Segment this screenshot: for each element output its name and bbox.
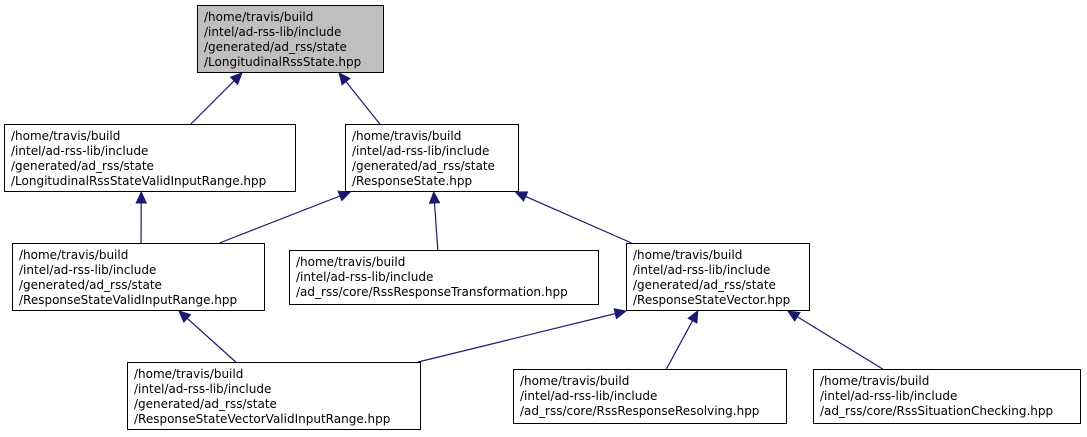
edge-n6-to-n3	[186, 317, 237, 363]
node-line: /LongitudinalRssStateValidInputRange.hpp	[11, 174, 267, 188]
node-line: /generated/ad_rss/state	[134, 397, 277, 411]
node-line: /intel/ad-rss-lib/include	[204, 25, 342, 39]
node-line: /LongitudinalRssState.hpp	[204, 55, 362, 69]
node-line: /home/travis/build	[204, 10, 314, 24]
node-line: /generated/ad_rss/state	[633, 278, 776, 292]
edge-n4-to-n2	[433, 202, 439, 251]
node-response-state-valid-input-range[interactable]: /home/travis/build /intel/ad-rss-lib/inc…	[12, 243, 265, 311]
node-line: /ResponseStateVectorValidInputRange.hpp	[134, 412, 391, 426]
arrowhead-n3-to-n1	[135, 190, 147, 204]
node-line: /home/travis/build	[520, 374, 630, 388]
arrowhead-n1-to-n0	[229, 72, 243, 86]
node-rss-situation-checking[interactable]: /home/travis/build /intel/ad-rss-lib/inc…	[813, 369, 1081, 424]
arrowhead-n6-to-n3	[178, 310, 192, 323]
node-response-state-vector-valid-input-range[interactable]: /home/travis/build /intel/ad-rss-lib/inc…	[127, 362, 421, 430]
node-line: /intel/ad-rss-lib/include	[352, 144, 490, 158]
node-line: /ResponseStateVector.hpp	[633, 293, 791, 307]
node-line: /intel/ad-rss-lib/include	[134, 382, 272, 396]
node-rss-response-transformation[interactable]: /home/travis/build /intel/ad-rss-lib/inc…	[289, 250, 599, 305]
arrowhead-n4-to-n2	[428, 190, 441, 204]
node-line: /home/travis/build	[11, 129, 121, 143]
node-response-state-vector[interactable]: /home/travis/build /intel/ad-rss-lib/inc…	[626, 243, 810, 311]
arrowhead-n8-to-n5	[786, 310, 801, 322]
node-line: /intel/ad-rss-lib/include	[820, 389, 958, 403]
node-line: /ad_rss/core/RssResponseTransformation.h…	[296, 285, 568, 299]
node-line: /intel/ad-rss-lib/include	[296, 270, 434, 284]
node-line: /generated/ad_rss/state	[204, 40, 347, 54]
node-rss-response-resolving[interactable]: /home/travis/build /intel/ad-rss-lib/inc…	[513, 369, 787, 424]
node-longitudinal-rss-state-valid-input-range[interactable]: /home/travis/build /intel/ad-rss-lib/inc…	[4, 124, 296, 192]
node-line: /home/travis/build	[633, 248, 743, 262]
arrowhead-n2-to-n0	[338, 72, 351, 86]
arrowhead-n3-to-n2	[337, 190, 352, 202]
node-line: /home/travis/build	[296, 255, 406, 269]
arrowhead-n7-to-n5	[687, 309, 699, 324]
edge-n1-to-n0	[190, 80, 235, 125]
node-line: /intel/ad-rss-lib/include	[19, 263, 157, 277]
node-line: /home/travis/build	[820, 374, 930, 388]
edge-n2-to-n0	[345, 81, 381, 125]
arrowhead-n5-to-n2	[514, 191, 529, 202]
edge-n7-to-n5	[665, 320, 694, 370]
edge-n8-to-n5	[796, 316, 883, 370]
node-response-state[interactable]: /home/travis/build /intel/ad-rss-lib/inc…	[345, 124, 519, 192]
node-line: /ResponseState.hpp	[352, 174, 473, 188]
edge-n6-to-n5	[417, 313, 616, 363]
node-line: /generated/ad_rss/state	[19, 278, 162, 292]
node-line: /intel/ad-rss-lib/include	[520, 389, 658, 403]
node-line: /generated/ad_rss/state	[352, 159, 495, 173]
node-line: /home/travis/build	[134, 367, 244, 381]
node-line: /generated/ad_rss/state	[11, 159, 154, 173]
node-line: /intel/ad-rss-lib/include	[11, 144, 149, 158]
node-line: /ad_rss/core/RssSituationChecking.hpp	[820, 404, 1054, 418]
edge-n5-to-n2	[525, 195, 632, 244]
node-line: /ad_rss/core/RssResponseResolving.hpp	[520, 404, 760, 418]
node-line: /home/travis/build	[352, 129, 462, 143]
node-line: /ResponseStateValidInputRange.hpp	[19, 293, 238, 307]
arrowhead-n6-to-n5	[613, 308, 628, 320]
node-longitudinal-rss-state[interactable]: /home/travis/build /intel/ad-rss-lib/inc…	[197, 5, 384, 73]
node-line: /intel/ad-rss-lib/include	[633, 263, 771, 277]
node-line: /home/travis/build	[19, 248, 129, 262]
edge-n3-to-n2	[219, 195, 341, 244]
